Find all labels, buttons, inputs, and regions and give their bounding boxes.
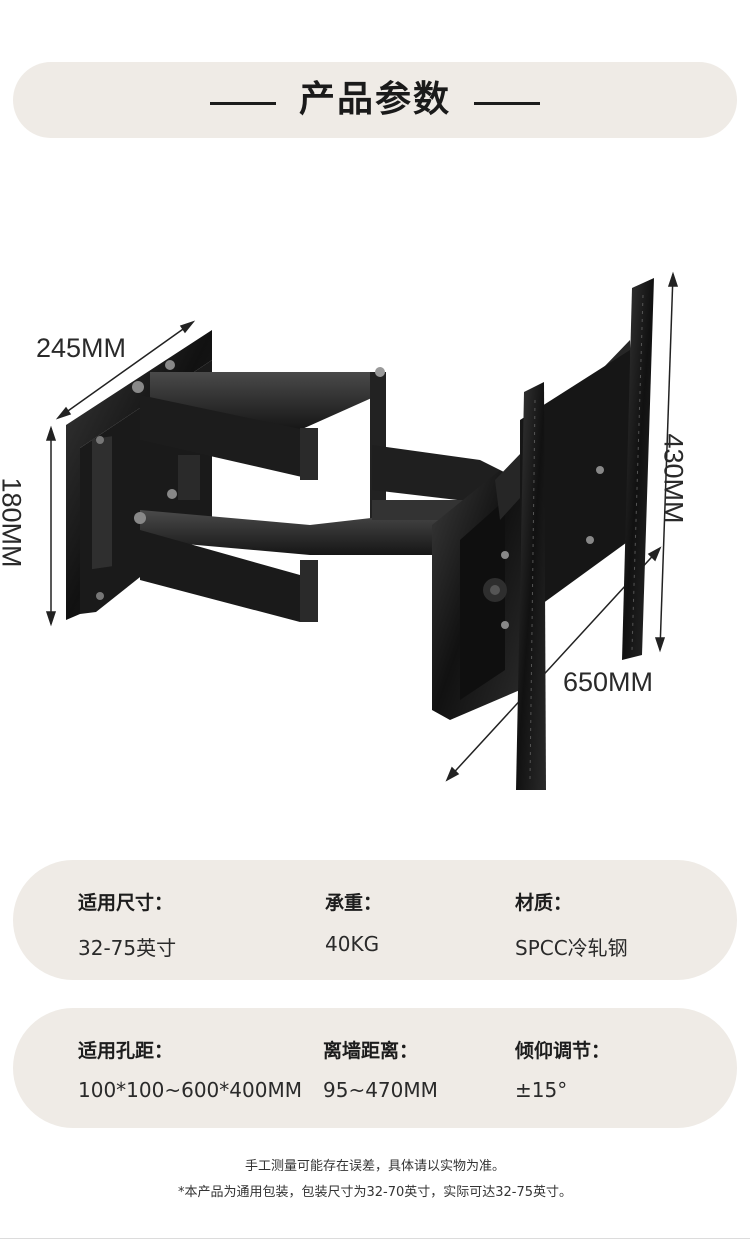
dimension-lines xyxy=(45,271,679,782)
tv-bracket xyxy=(432,340,632,720)
spec-value-load: 40KG xyxy=(325,932,380,956)
spec-value-tilt: ±15° xyxy=(515,1078,568,1102)
spec-card-1: 适用尺寸： 32-75英寸 承重： 40KG 材质： SPCC冷轧钢 xyxy=(13,860,737,980)
vertical-rails xyxy=(516,278,654,790)
title-dash-right xyxy=(474,102,540,105)
spec-value-material: SPCC冷轧钢 xyxy=(515,936,628,960)
spec-value-wall-distance: 95~470MM xyxy=(323,1078,438,1102)
dimension-depth-label: 245MM xyxy=(36,333,127,363)
dimension-height-tv-label: 430MM xyxy=(658,433,689,524)
spec-label-tilt: 倾仰调节： xyxy=(515,1040,611,1062)
dimension-height-wall-label: 180MM xyxy=(0,477,27,568)
title-banner xyxy=(13,62,737,138)
spec-card-2: 适用孔距： 100*100~600*400MM 离墙距离： 95~470MM 倾… xyxy=(13,1008,737,1128)
spec-value-size: 32-75英寸 xyxy=(78,936,177,960)
title-dash-left xyxy=(210,102,276,105)
bottom-divider xyxy=(0,1238,750,1239)
middle-arm xyxy=(372,445,500,520)
upper-arm xyxy=(132,360,386,532)
spec-label-material: 材质： xyxy=(515,892,573,914)
page-title: 产品参数 xyxy=(298,79,451,120)
wall-mount-illustration xyxy=(45,271,679,790)
note-measurement: 手工测量可能存在误差，具体请以实物为准。 xyxy=(244,1159,505,1174)
spec-label-load: 承重： xyxy=(325,892,383,914)
spec-value-vesa: 100*100~600*400MM xyxy=(78,1078,302,1102)
spec-label-vesa: 适用孔距： xyxy=(78,1040,174,1062)
spec-label-size: 适用尺寸： xyxy=(78,892,174,914)
dimension-width-tv-label: 650MM xyxy=(563,667,654,697)
spec-label-wall-distance: 离墙距离： xyxy=(323,1040,419,1062)
note-packaging: *本产品为通用包装，包装尺寸为32-70英寸，实际可达32-75英寸。 xyxy=(177,1185,573,1200)
lower-arm xyxy=(134,455,440,622)
